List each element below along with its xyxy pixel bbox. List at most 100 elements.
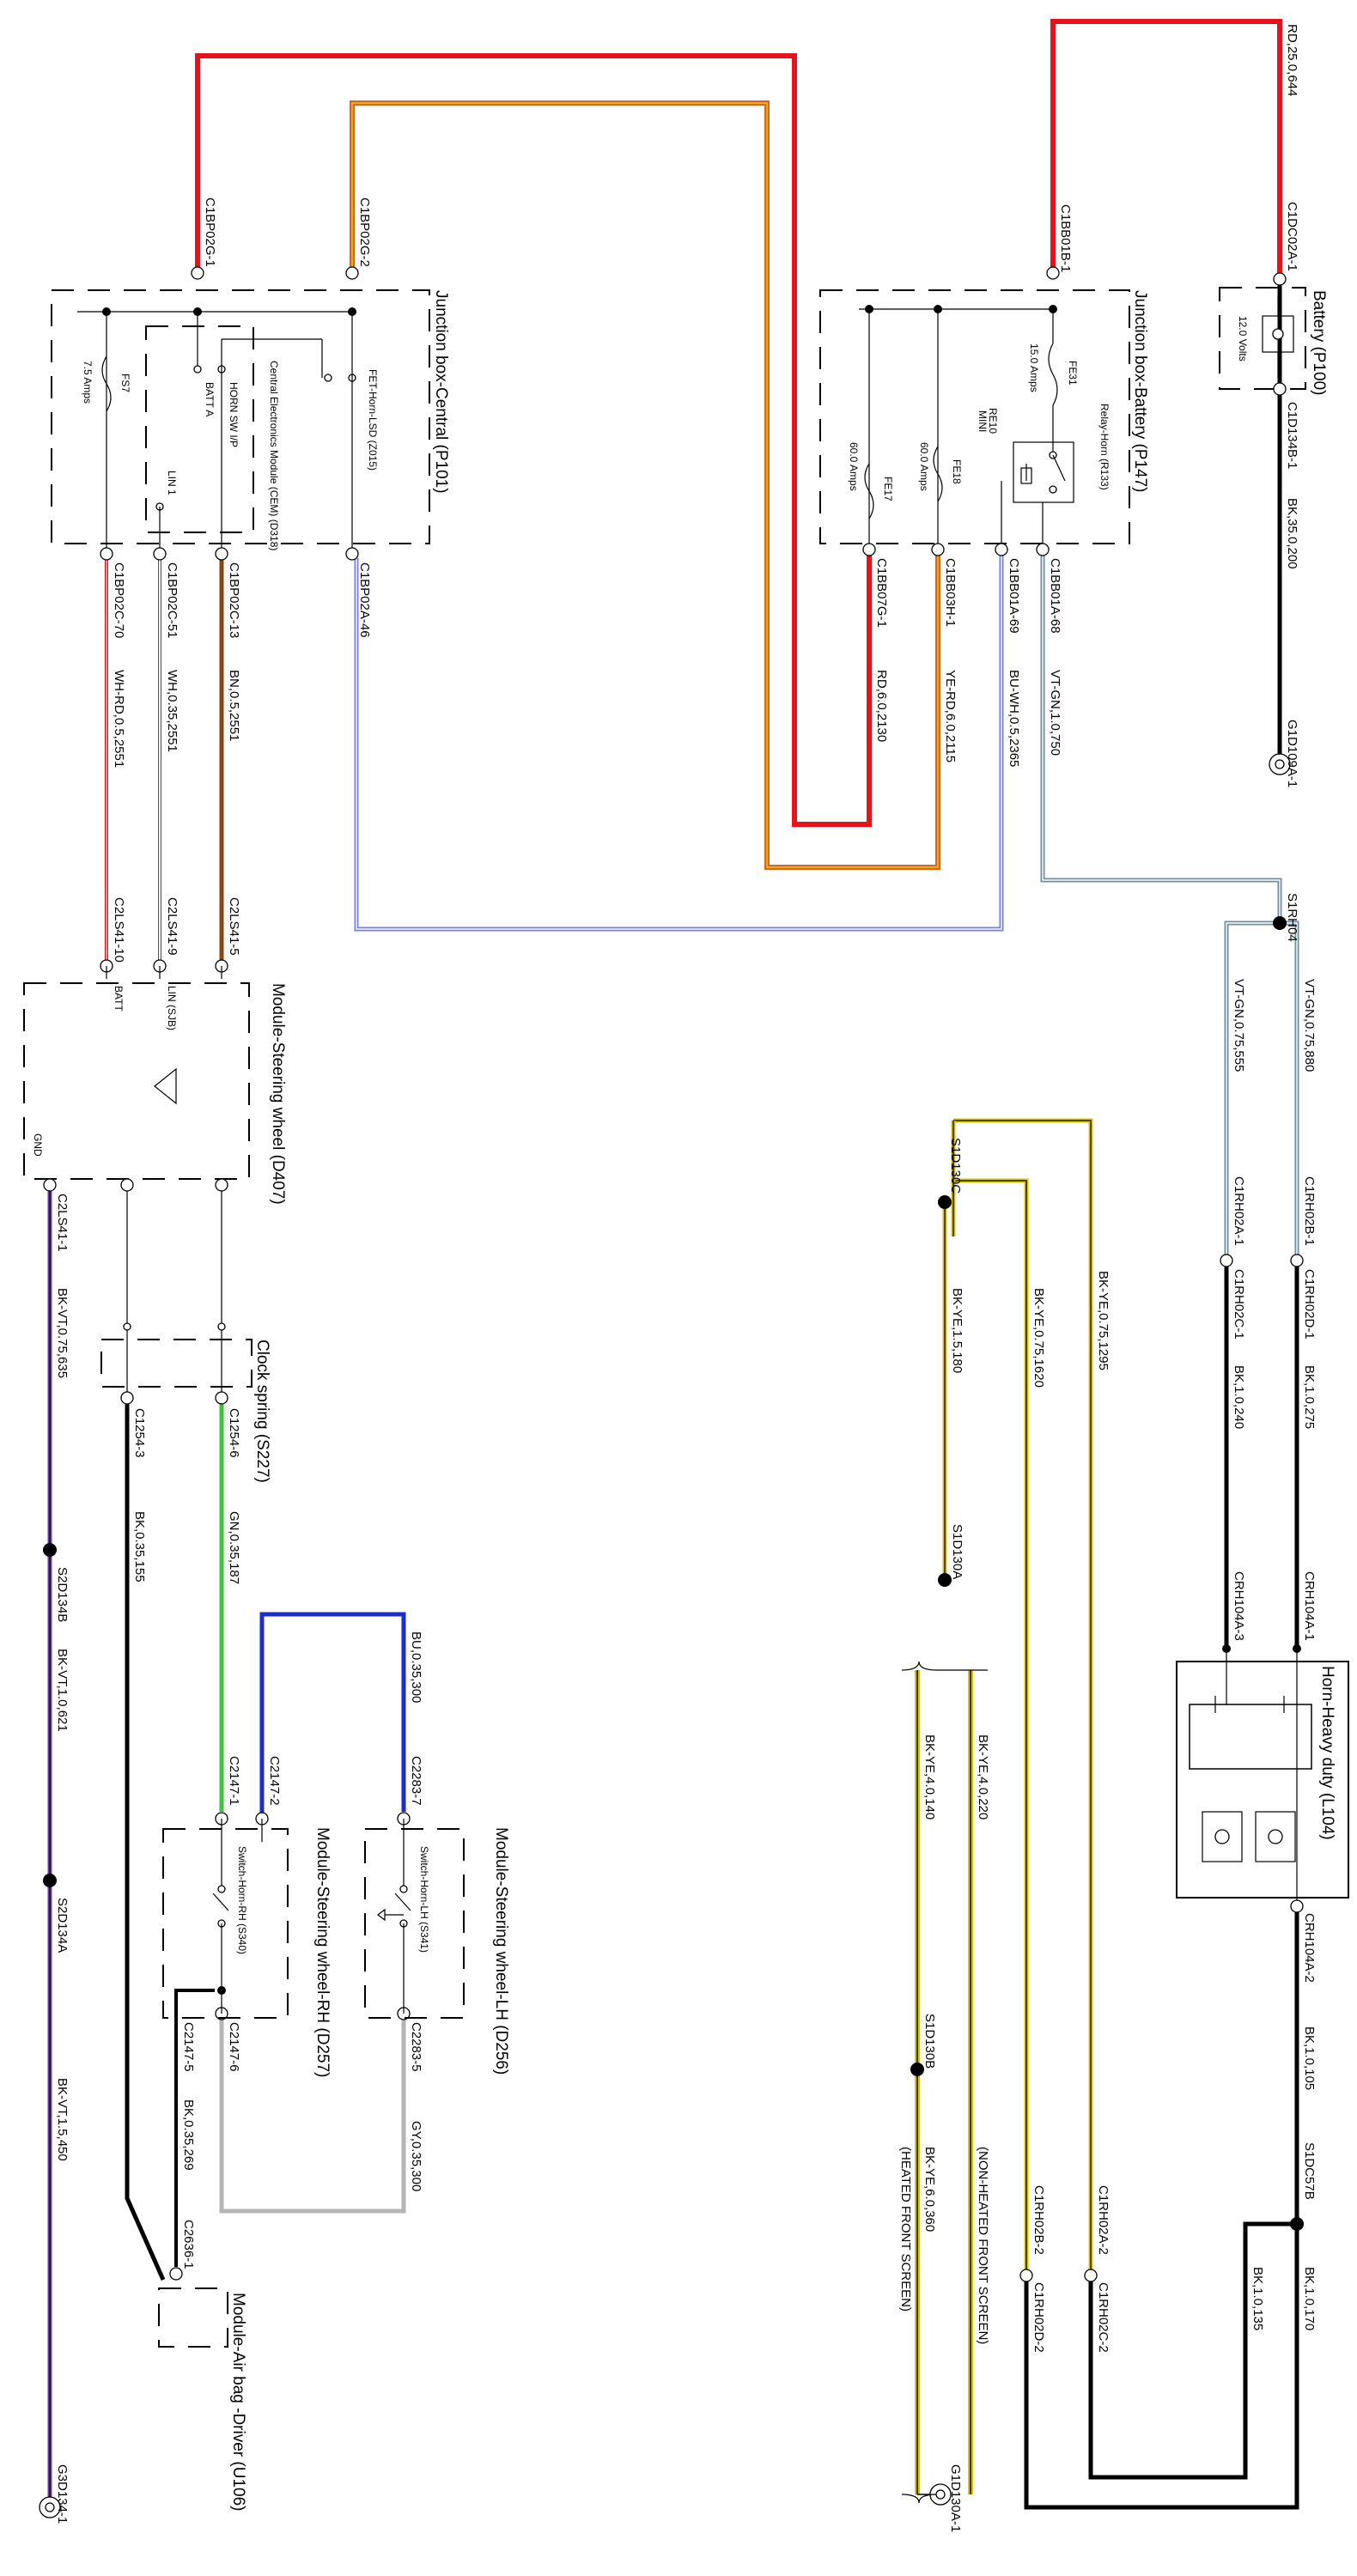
spec-rd-25-644: RD,25.0,644 (1285, 24, 1299, 96)
conn-c2ls41-10: C2LS41-10 (112, 897, 126, 963)
conn-c1bb07g1: C1BB07G-1 (874, 558, 889, 628)
spec-bk-240: BK,1.0,240 (1232, 1365, 1246, 1429)
conn-c2ls41-9: C2LS41-9 (165, 897, 180, 956)
junction-box-central (51, 266, 430, 561)
conn-c1254-3: C1254-3 (132, 1408, 147, 1458)
conn-s1rh04: S1RH04 (1285, 893, 1299, 942)
re10-label: RE10 (987, 408, 999, 434)
conn-s1d130c: S1D130C (948, 1138, 963, 1194)
conn-c1bp02c13: C1BP02C-13 (227, 562, 241, 638)
conn-c1bp02g2: C1BP02G-2 (357, 197, 372, 267)
title-jb-battery: Junction box-Battery (P147) (1131, 290, 1149, 493)
wire-bk-155 (125, 1395, 166, 2281)
wire-gy-300 (219, 2014, 406, 2214)
splice-s1d130b (910, 2063, 924, 2076)
spec-vt-gn-555: VT-GN,0.75,555 (1232, 979, 1246, 1072)
conn-g1d130a1: G1D130A-1 (948, 2464, 963, 2532)
cem-label: Central Electronics Module (CEM) (D318) (268, 361, 280, 550)
batt-a: BATT A (204, 382, 216, 416)
wire-bk-170 (1024, 2224, 1299, 2510)
nonheated-label: (NON-HEATED FRONT SCREEN) (976, 2147, 990, 2344)
conn-c1rh02d2: C1RH02D-2 (1031, 2282, 1046, 2353)
spec-bk-ye-1620: BK-YE,0.75,1620 (1031, 1288, 1046, 1388)
spec-bk-ye-360: BK-YE,6.0,360 (922, 2147, 937, 2232)
spec-bk-vt-450: BK-VT,1.5,450 (55, 2078, 70, 2161)
conn-c1bp02c70: C1BP02C-70 (112, 562, 126, 638)
fuse-fe18: FE18 (951, 459, 963, 484)
conn-c1bp02c51: C1BP02C-51 (165, 562, 180, 638)
conn-c1bb01a68: C1BB01A-68 (1048, 558, 1062, 634)
spec-bk-105: BK,1.0,105 (1302, 2026, 1317, 2090)
spec-bu-wh-2365: BU-WH,0.5,2365 (1007, 670, 1021, 767)
conn-c2283-7: C2283-7 (409, 1756, 423, 1806)
title-module-sw: Module-Steering wheel (D407) (269, 983, 287, 1205)
spec-gy-300: GY,0.35,300 (409, 2121, 423, 2191)
conn-crh104a1: CRH104A-1 (1302, 1571, 1317, 1641)
wire-bu-300 (259, 1612, 406, 1816)
batt: BATT (113, 986, 125, 1012)
fuse-fs7: FS7 (119, 374, 131, 392)
title-module-lh: Module-Steering wheel-LH (D256) (492, 1827, 510, 2075)
conn-crh104a2: CRH104A-2 (1302, 1913, 1317, 1983)
wire-vt-gn-880 (1280, 920, 1299, 1258)
wire-bk-269 (174, 1989, 215, 2267)
conn-c2147-1: C2147-1 (227, 1756, 241, 1806)
title-jb-central: Junction box-Central (P101) (432, 290, 450, 494)
spec-vt-gn-880: VT-GN,0.75,880 (1302, 979, 1317, 1072)
conn-c1bb01b1: C1BB01B-1 (1058, 204, 1073, 272)
conn-c1rh02d1: C1RH02D-1 (1302, 1269, 1317, 1340)
spec-bk-269: BK,0.35,269 (181, 2099, 196, 2171)
spec-wh-rd-2551: WH-RD,0.5,2551 (112, 670, 126, 768)
conn-c2147-5: C2147-5 (181, 2022, 196, 2072)
wire-bk-135 (1088, 2221, 1297, 2480)
battery-p100 (1219, 272, 1306, 775)
module-lh (364, 1819, 465, 2019)
fuse-fe18-rating: 60.0 Amps (918, 442, 930, 491)
spec-ye-rd-2115: YE-RD,6.0,2115 (943, 670, 958, 762)
spec-bk-170: BK,1.0,170 (1302, 2267, 1317, 2330)
title-module-rh: Module-Steering wheel-RH (D257) (313, 1827, 332, 2077)
conn-c2ls41-5: C2LS41-5 (227, 897, 241, 956)
title-battery: Battery (P100) (1310, 290, 1328, 396)
module-steering-wheel (23, 959, 250, 1192)
title-horn: Horn-Heavy duty (L104) (1318, 1666, 1336, 1840)
module-rh (162, 1819, 289, 2019)
conn-c2283-5: C2283-5 (409, 2022, 423, 2072)
gnd: GND (32, 1133, 44, 1157)
conn-c1rh02a2: C1RH02A-2 (1096, 2185, 1111, 2255)
spec-bk-ye-180: BK-YE,1.5,180 (950, 1288, 965, 1373)
conn-c1bp02g1: C1BP02G-1 (203, 197, 217, 267)
splice-s1rh04 (1273, 916, 1287, 930)
fuse-fe31: FE31 (1067, 361, 1079, 386)
spec-gn-187: GN,0.35,187 (227, 1511, 241, 1584)
conn-c1rh02b2: C1RH02B-2 (1031, 2185, 1046, 2255)
wire-bu-wh-2365 (354, 550, 1004, 932)
mini-label: MINI (977, 410, 989, 432)
conn-c1rh02c2: C1RH02C-2 (1096, 2282, 1111, 2353)
lin-sjb: LIN (SJB) (166, 986, 178, 1030)
title-airbag: Module-Air bag -Driver (U106) (229, 2293, 247, 2511)
switch-lh: Switch-Horn-LH (S341) (418, 1846, 430, 1953)
conn-g3d134-1: G3D134-1 (55, 2464, 70, 2524)
conn-s1d130b: S1D130B (922, 2014, 937, 2069)
spec-vt-gn-750: VT-GN,1.0,750 (1048, 670, 1062, 756)
conn-g1d109a1: G1D109A-1 (1285, 720, 1299, 787)
splice-s1d130c (938, 1195, 952, 1209)
relay-label: Relay-Horn (R133) (1098, 404, 1111, 490)
conn-s1dc57b: S1DC57B (1302, 2142, 1317, 2200)
title-clock-spring: Clock spring (S227) (253, 1340, 271, 1483)
horn-heavy-duty (1176, 1644, 1349, 1913)
wire-rd-25-644 (1050, 19, 1282, 275)
clock-spring (100, 1322, 253, 1405)
fuse-fs7-rating: 7.5 Amps (82, 361, 94, 404)
splice-s1dc57b (1290, 2217, 1304, 2231)
fet-label: FET-Horn-LSD (Z015) (367, 369, 379, 471)
conn-c2147-6: C2147-6 (227, 2022, 241, 2072)
conn-c1rh02c1: C1RH02C-1 (1232, 1269, 1246, 1340)
warning-triangle-icon (154, 1067, 177, 1105)
wire-rd-2130 (195, 53, 872, 827)
conn-c1d134b1: C1D134B-1 (1285, 402, 1299, 469)
junction-box-battery (819, 266, 1130, 556)
switch-rh: Switch-Horn-RH (S340) (236, 1846, 248, 1954)
